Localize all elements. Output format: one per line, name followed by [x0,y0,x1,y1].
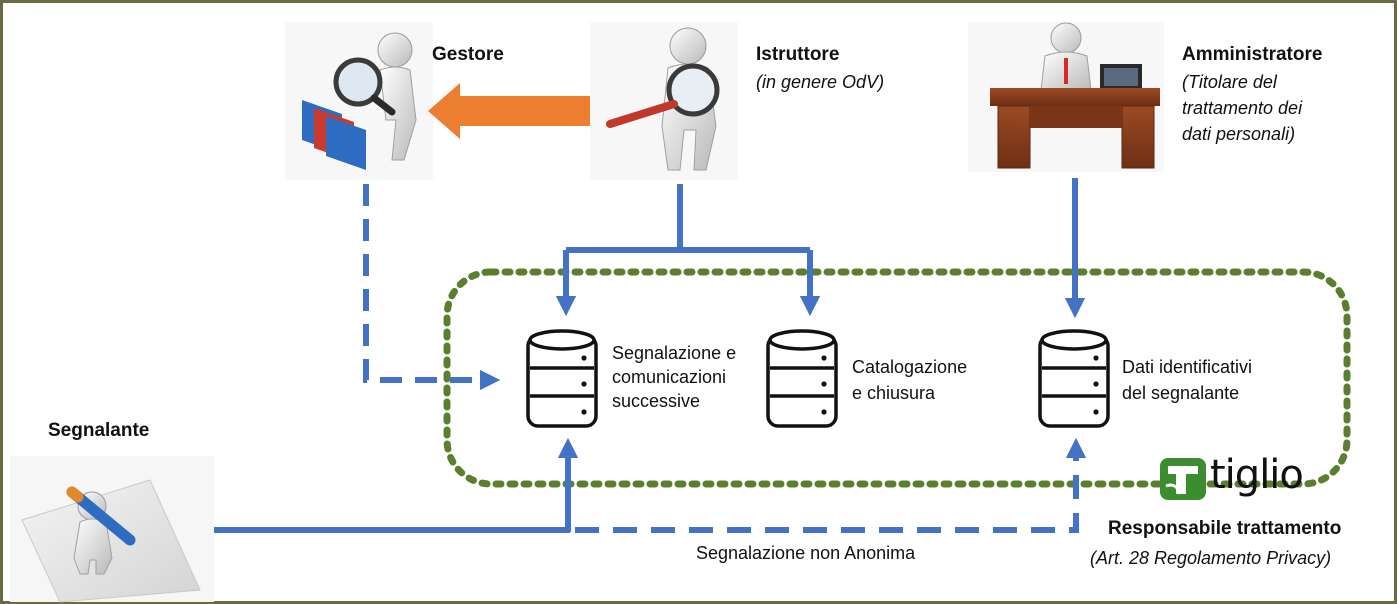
tiglio-logo-icon [1160,458,1206,500]
dati-db-label-line-2: del segnalante [1122,383,1240,403]
segnalazione-db-label-line-1: Segnalazione e [612,343,737,363]
responsabile-title: Responsabile trattamento [1108,518,1342,539]
amministratore-title: Amministratore [1182,44,1323,65]
segnalazione-db-label-line-2: comunicazioni [612,367,727,387]
amministratore-subtitle-line-1: (Titolare del [1182,72,1277,92]
database-icon [1038,329,1110,428]
responsabile-boundary [443,268,1351,488]
istruttore-title: Istruttore [756,44,840,65]
responsabile-subtitle: (Art. 28 Regolamento Privacy) [1090,548,1332,568]
dati-db-label-line-1: Dati identificativi [1122,357,1253,377]
gestore-illustration [285,22,433,180]
tiglio-logo-text: tiglio [1210,452,1304,498]
segnalazione-db-label-line-3: successive [612,391,701,411]
gestore-title: Gestore [432,44,504,65]
segnalante-illustration [10,456,214,603]
segnalante-title: Segnalante [48,420,150,441]
segnalante-to-segnalazione-arrow [214,437,579,533]
istruttore-to-databases-connector [555,184,821,317]
amministratore-subtitle-line-3: dati personali) [1182,124,1296,144]
catalogazione-db-label-line-2: e chiusura [852,383,936,403]
segnalante-non-anonima-dashed-arrow [575,437,1087,533]
istruttore-illustration [590,22,738,180]
amministratore-subtitle-line-2: trattamento dei [1182,98,1303,118]
database-icon [526,329,598,428]
segnalazione-non-anonima-label: Segnalazione non Anonima [696,543,916,563]
gestore-to-segnalazione-dashed-arrow [363,184,501,391]
catalogazione-db-label-line-1: Catalogazione [852,357,968,377]
orange-arrow-istruttore-to-gestore [428,83,600,139]
database-icon [766,329,838,428]
amministratore-illustration [968,22,1164,172]
istruttore-subtitle: (in genere OdV) [756,72,885,92]
